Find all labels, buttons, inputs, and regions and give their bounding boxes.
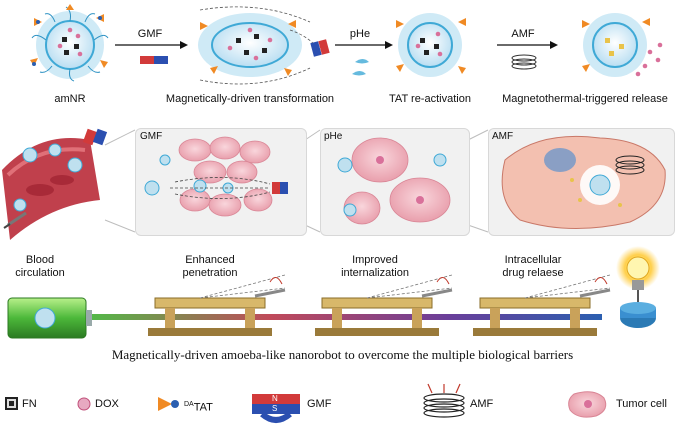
legend-gmf-label: GMF (307, 398, 332, 410)
panel-label-gmf: GMF (140, 131, 163, 142)
legend-dox-label: DOX (95, 398, 119, 410)
stage-label-amnr: amNR (54, 93, 86, 105)
small-magnet-icon (140, 56, 168, 64)
magnet-right-icon (310, 39, 330, 57)
legend-fn-label: FN (22, 398, 37, 410)
stage-label-tat: TAT re-activation (389, 93, 471, 105)
panel-label-amf: AMF (492, 131, 514, 142)
switch-2 (315, 274, 453, 336)
wire (92, 314, 602, 320)
arrow-label-phe: pHe (349, 28, 371, 40)
legend-tumor-label: Tumor cell (616, 398, 667, 410)
tumor-cell-legend-icon (568, 391, 607, 418)
transformed-nanorobot (198, 6, 316, 85)
tat-legend-icon (158, 397, 179, 411)
legend-tat-label: DATAT (184, 398, 213, 415)
battery (7, 297, 92, 339)
figure-caption: Magnetically-driven amoeba-like nanorobo… (111, 347, 574, 362)
panel-label-phe: pHe (324, 131, 343, 142)
magnet-s-label: S (272, 404, 278, 413)
arrow-label-amf: AMF (511, 28, 535, 40)
fn-legend-icon (5, 397, 18, 410)
switch-1 (148, 274, 286, 336)
drug-release-nanorobot (582, 13, 663, 77)
small-coil-icon (511, 54, 537, 70)
stage-label-release: Magnetothermal-triggered release (502, 93, 668, 105)
stage-label-transformation: Magnetically-driven transformation (165, 93, 335, 105)
magnet-legend-icon (252, 394, 300, 423)
legend-tat-superscript: DA (184, 401, 194, 408)
switch-3 (473, 274, 611, 336)
dox-legend-icon (77, 397, 91, 411)
coil-legend-icon (423, 383, 465, 418)
legend-tat-text: TAT (193, 401, 213, 414)
light-bulb-icon (616, 246, 660, 328)
magnet-n-label: N (272, 394, 278, 403)
blood-vessel (2, 128, 108, 240)
legend-amf-label: AMF (470, 398, 494, 410)
amnr-nanorobot (30, 4, 109, 82)
tat-reactivated-nanorobot (396, 13, 466, 77)
arrow-label-gmf: GMF (137, 28, 163, 40)
